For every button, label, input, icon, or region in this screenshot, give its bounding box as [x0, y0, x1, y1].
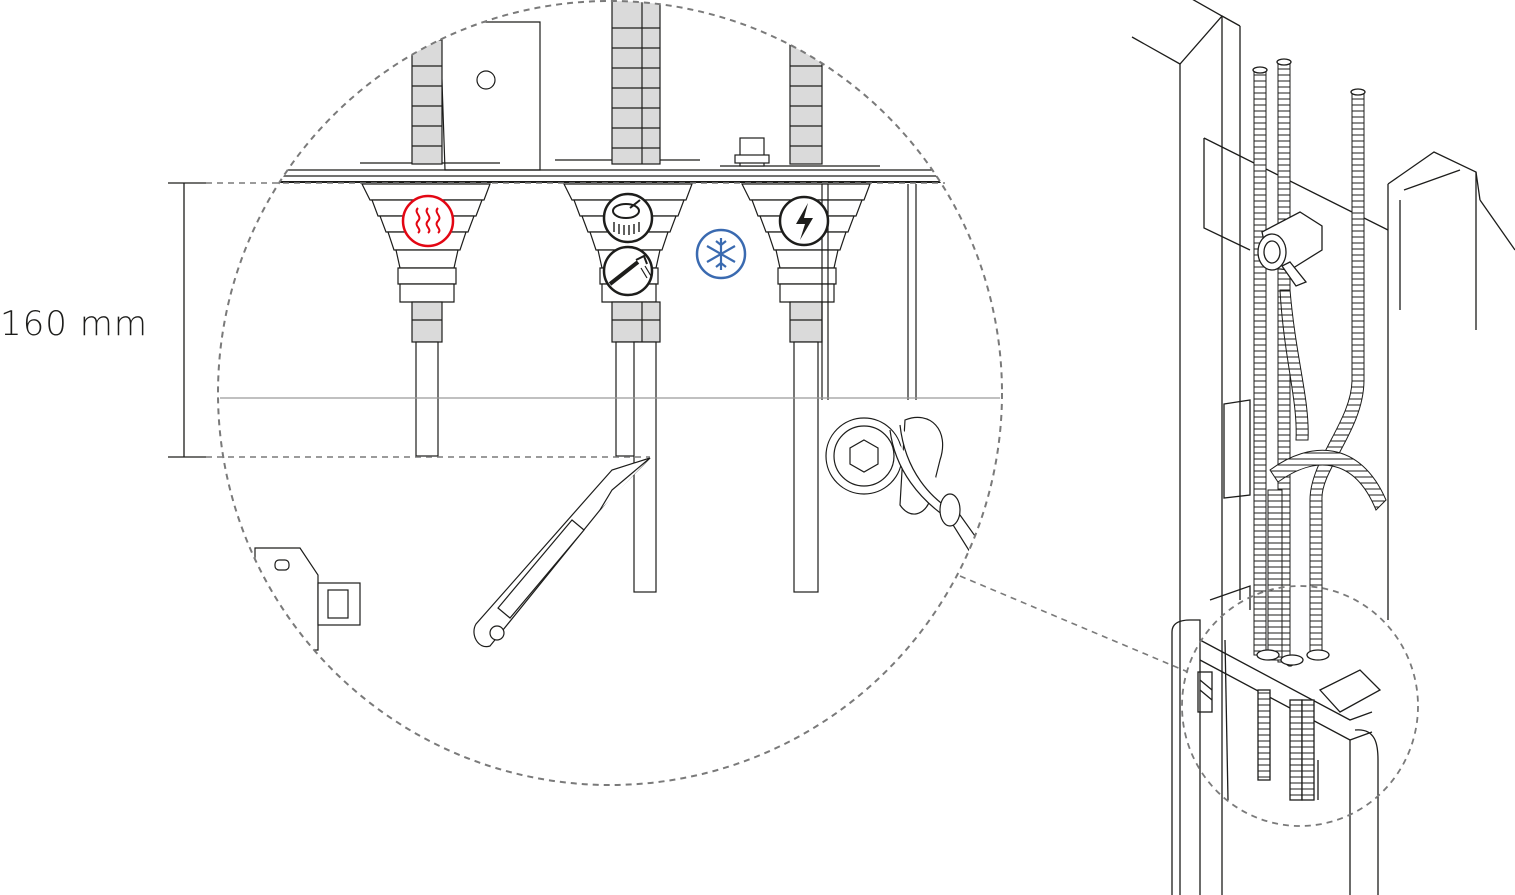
dimension-label: 160 mm [0, 304, 148, 344]
electric-lightning-icon [778, 195, 830, 247]
pipe-electric-upper [789, 39, 823, 165]
pipe-hot-lower [411, 301, 443, 457]
pipe-cold-lower [611, 301, 661, 593]
corrugated-conduits [1253, 61, 1387, 663]
hose-clamp [825, 416, 986, 561]
dimension-160 [168, 182, 206, 458]
bracket-hole [476, 70, 496, 90]
cold-water-tap-icon [602, 192, 654, 244]
utility-knife [473, 457, 651, 648]
pipe-hot-upper [411, 39, 443, 165]
pipe-cold-upper [611, 1, 661, 165]
leader-line [959, 575, 1189, 673]
valve-cap [734, 137, 770, 167]
shower-hose-icon [602, 245, 654, 297]
zoom-circle [217, 0, 1003, 786]
zoom-detail [218, 1, 1000, 651]
detail-highlight [1181, 585, 1419, 827]
wall-frame-overview [1131, 0, 1515, 895]
cold-water-snowflake-icon [695, 228, 747, 280]
bracket-plate [439, 21, 541, 171]
side-bracket [254, 547, 361, 651]
hot-water-icon [401, 194, 455, 248]
pipe-electric-lower [789, 301, 823, 593]
